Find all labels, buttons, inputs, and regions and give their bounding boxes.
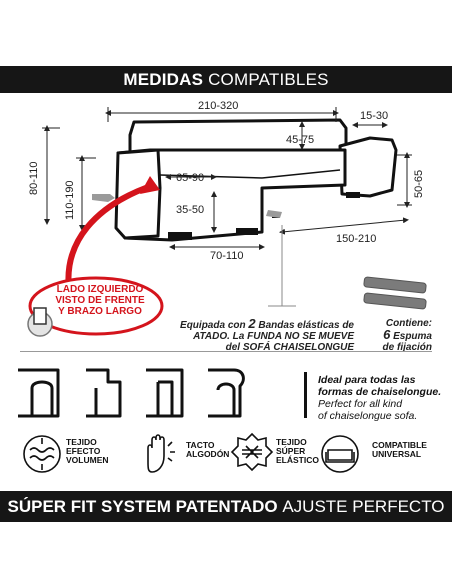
cotton-hand-icon: [147, 434, 175, 473]
dim-chaise-length: 70-110: [210, 250, 244, 262]
ideal-es-line1: Ideal para todas las: [318, 374, 416, 386]
badge-outline: [27, 276, 164, 337]
dim-back-height: 45-75: [286, 134, 315, 146]
ideal-en-line1: Perfect for all kind: [318, 398, 403, 410]
foam-line3: de fijación: [382, 342, 432, 353]
dim-seat-height: 35-50: [176, 204, 205, 216]
sofa-compatible-icon: [321, 435, 359, 473]
chaise-shape-2: [86, 368, 122, 418]
ideal-divider: [304, 372, 307, 418]
feature-2-line1: TACTO: [186, 440, 215, 450]
badge-line1: LADO IZQUIERDO: [56, 284, 144, 295]
title-light: COMPATIBLES: [208, 69, 329, 89]
chaise-shape-3: [146, 368, 184, 418]
dim-seat-depth: 65-90: [176, 172, 205, 184]
dim-chaise-width: 150-210: [336, 233, 377, 245]
dim-right-arm-height: 50-65: [413, 169, 425, 198]
foam-line2: Espuma: [393, 331, 432, 342]
dim-height-total: 80-110: [28, 161, 40, 195]
left-side-badge: LADO IZQUIERDO VISTO DE FRENTE Y BRAZO L…: [22, 274, 164, 340]
badge-line2: VISTO DE FRENTE: [55, 295, 145, 306]
feature-4-line2: UNIVERSAL: [372, 449, 422, 459]
ideal-es-line2: formas de chaiselongue.: [318, 386, 442, 398]
foam-number: 6: [383, 327, 391, 342]
feature-3-label: TEJIDO SÚPER ELÁSTICO: [276, 438, 319, 465]
feature-icons: [23, 432, 359, 473]
footer-light: AJUSTE PERFECTO: [282, 496, 445, 516]
fabric-volume-icon: [23, 435, 61, 473]
feature-1-line3: VOLUMEN: [66, 455, 109, 465]
feature-1-label: TEJIDO EFECTO VOLUMEN: [66, 438, 109, 465]
feature-1-line2: EFECTO: [66, 446, 101, 456]
feature-3-line1: TEJIDO: [276, 437, 307, 447]
straps-note: Equipada con 2 Bandas elásticas de ATADO…: [178, 316, 354, 353]
chaise-shape-4: [208, 368, 245, 418]
straps-number: 2: [248, 316, 256, 331]
feature-4-label: COMPATIBLE UNIVERSAL: [372, 441, 427, 459]
chaise-shape-1: [18, 368, 60, 418]
section-divider: [20, 351, 432, 352]
straps-prefix: Equipada con: [180, 320, 246, 331]
dim-arm-width: 15-30: [360, 110, 389, 122]
feature-2-line2: ALGODÓN: [186, 449, 230, 459]
chaise-shapes-row: [18, 368, 245, 418]
title-banner: MEDIDAS COMPATIBLES: [0, 66, 452, 93]
feature-2-label: TACTO ALGODÓN: [186, 441, 229, 459]
footer-bold: SÚPER FIT SYSTEM PATENTADO: [7, 496, 278, 516]
feature-3-line3: ELÁSTICO: [276, 455, 319, 465]
ideal-en-line2: of chaiselongue sofa.: [318, 410, 418, 422]
foam-line1: Contiene:: [385, 318, 432, 329]
badge-line3: Y BRAZO LARGO: [58, 306, 142, 317]
title-bold: MEDIDAS: [123, 69, 204, 89]
feature-3-line2: SÚPER: [276, 446, 306, 456]
footer-banner: SÚPER FIT SYSTEM PATENTADO AJUSTE PERFEC…: [0, 491, 452, 522]
stretch-fabric-icon: [230, 432, 274, 472]
foam-pieces-illustration: [363, 276, 427, 310]
foam-note: Contiene: 6 Espuma de fijación: [366, 318, 432, 353]
dim-total-width: 210-320: [198, 100, 239, 112]
straps-suffix: Bandas elásticas de ATADO. La FUNDA NO S…: [193, 320, 354, 353]
ideal-text: Ideal para todas las formas de chaiselon…: [318, 374, 441, 422]
feature-1-line1: TEJIDO: [66, 437, 97, 447]
feature-4-line1: COMPATIBLE: [372, 440, 427, 450]
dim-height-chaise: 110-190: [64, 180, 76, 220]
